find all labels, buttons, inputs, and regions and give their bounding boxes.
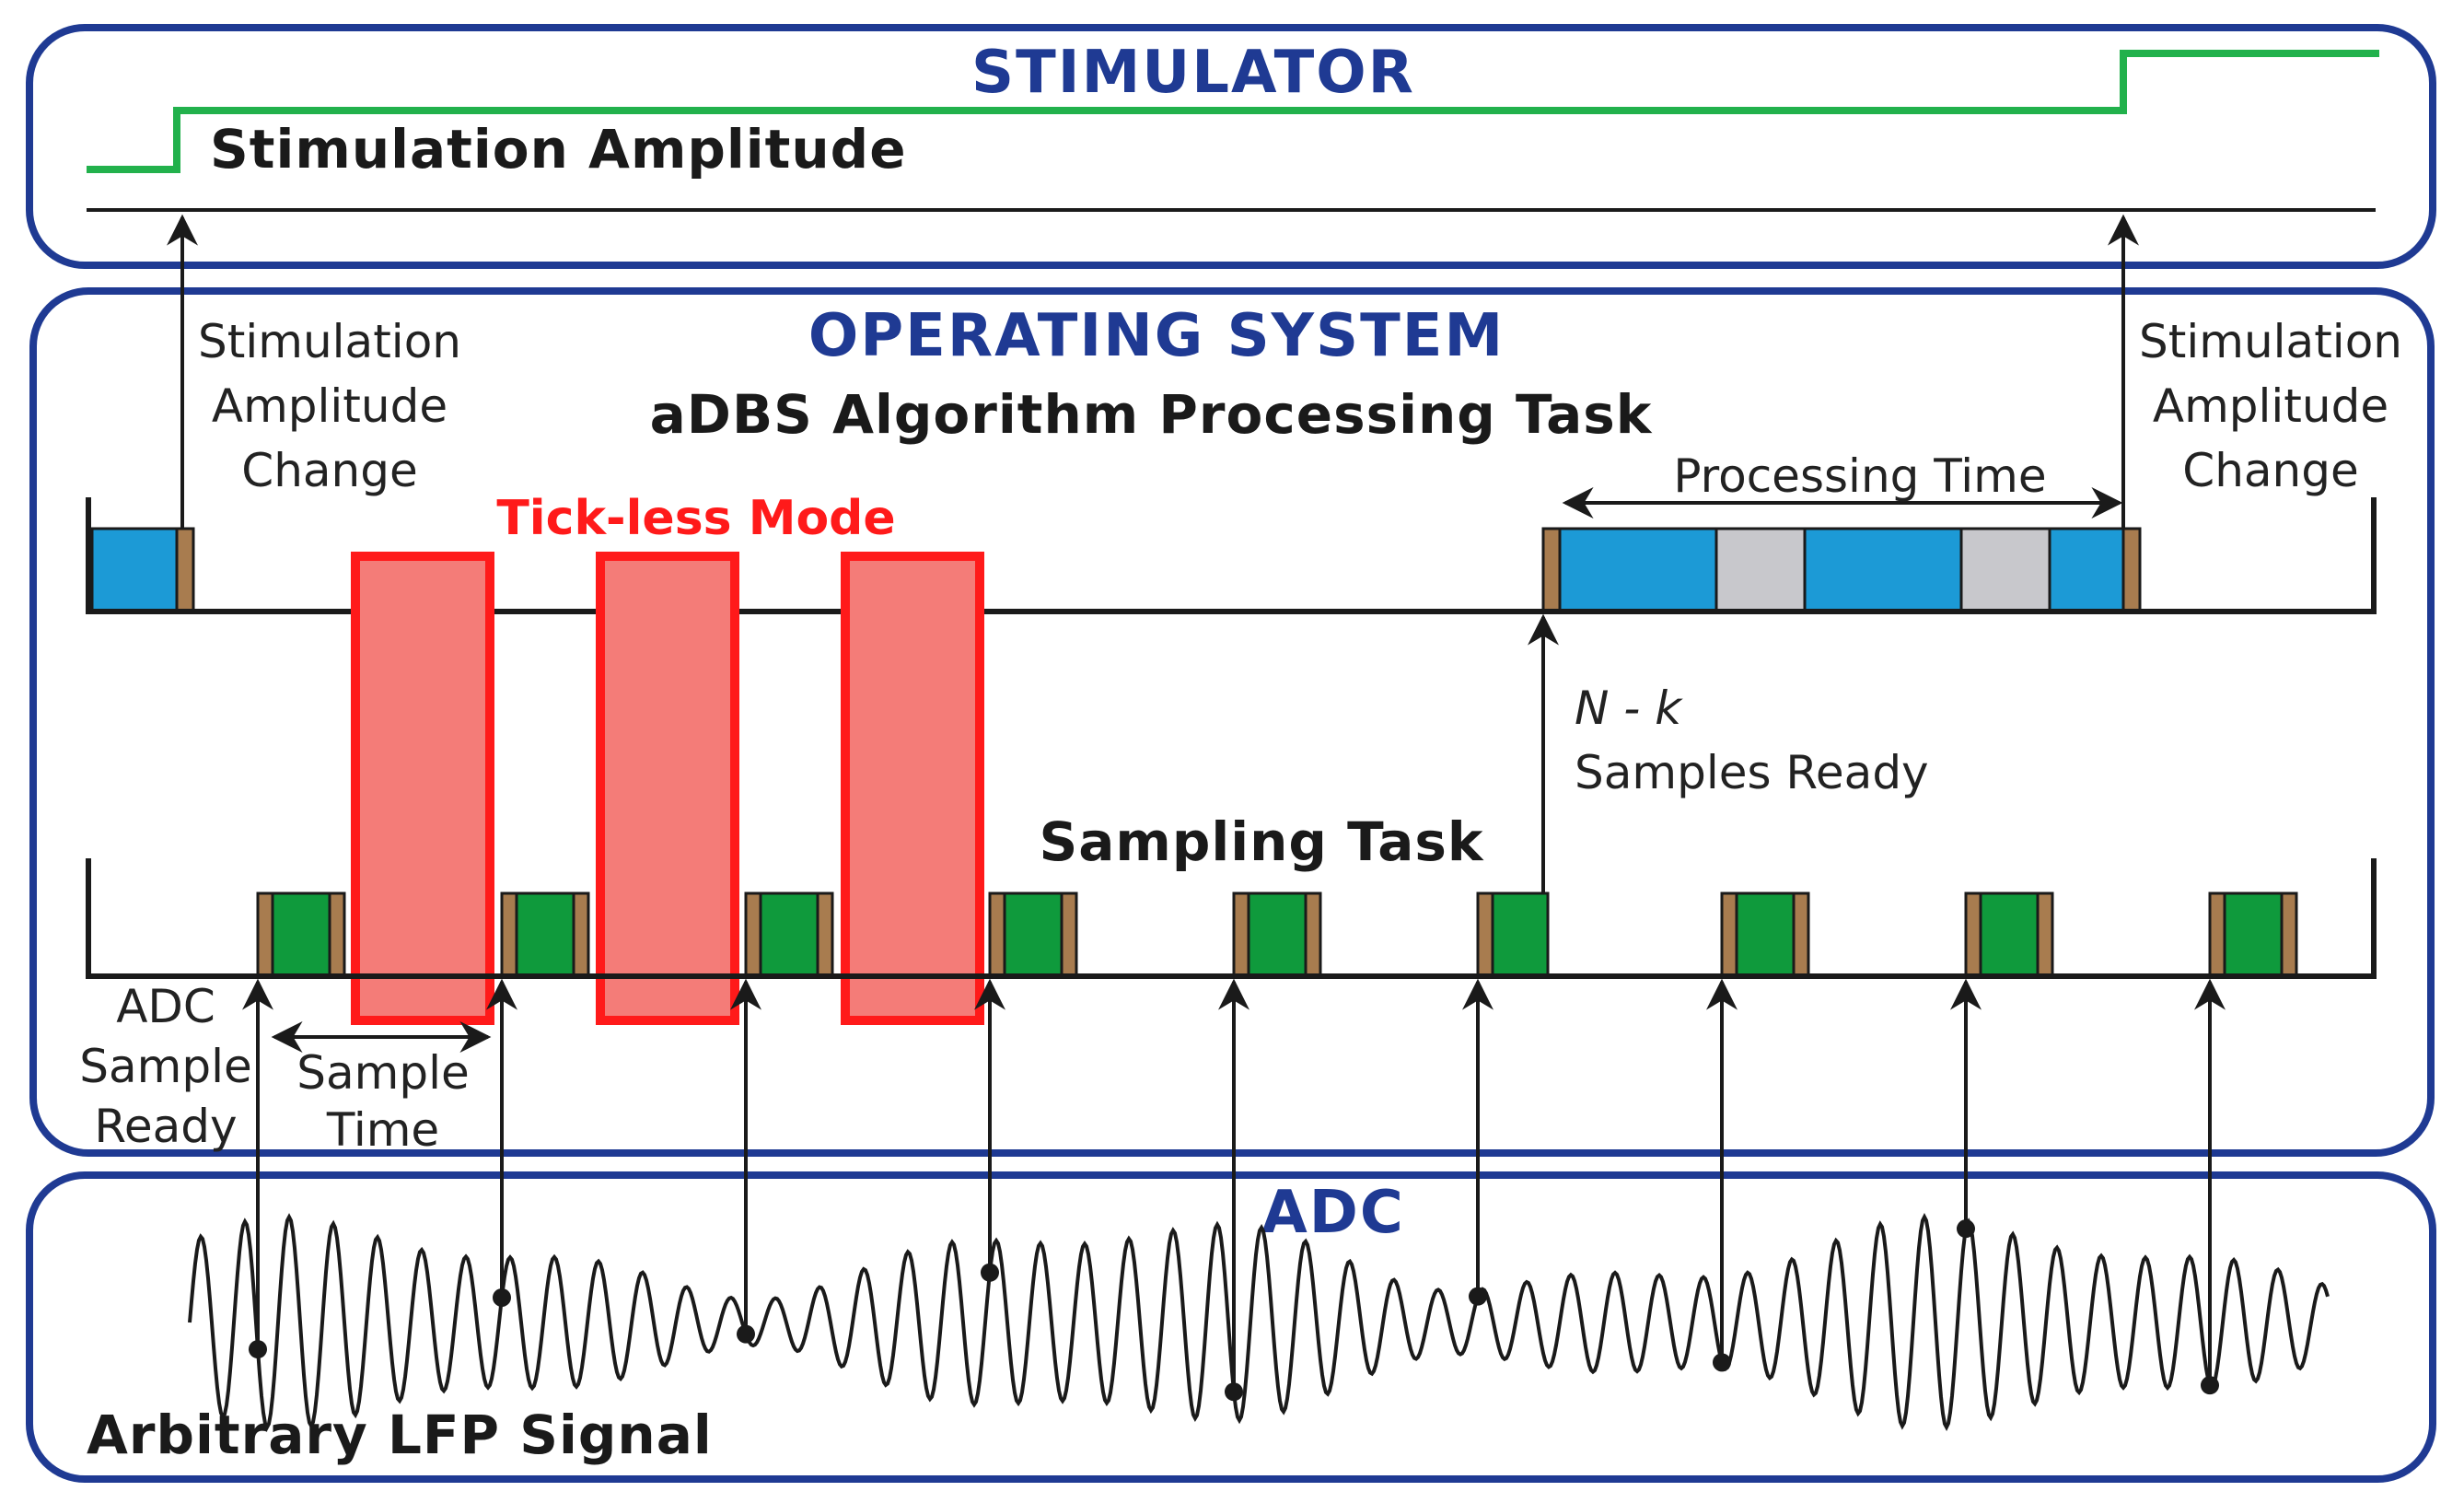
sample-context-end-3 [816,891,834,978]
tickless-block-1 [351,552,494,1025]
sample-block-4 [1003,891,1063,978]
sample-context-start-9 [2208,891,2226,978]
sample-context-start-7 [1720,891,1738,978]
sampling-task-blocks [256,891,2298,978]
algo-block-context-start [1541,527,1562,613]
sample-context-end-8 [2036,891,2054,978]
adc-sample-point-8 [1957,1219,1975,1239]
algo-block-left-blue [90,527,179,613]
stimulator-title: STIMULATOR [971,39,1415,107]
stimulation-amplitude-trace [87,50,2379,173]
adc-sample-arrows [242,978,2226,1402]
adc-sample-point-7 [1713,1353,1731,1372]
samples-ready-label: Samples Ready [1575,746,1929,799]
stim-change-left-label: Stimulation Amplitude Change [198,315,461,497]
svg-text:Amplitude: Amplitude [212,379,447,433]
svg-text:Time: Time [326,1103,439,1157]
adc-sample-point-3 [737,1324,755,1344]
sample-context-start-3 [744,891,762,978]
svg-text:Stimulation: Stimulation [198,315,461,368]
svg-text:Sample: Sample [296,1046,469,1100]
adc-sample-point-5 [1225,1382,1243,1402]
adc-sample-point-6 [1469,1287,1487,1306]
processing-time-label: Processing Time [1673,449,2046,503]
adc-title: ADC [1261,1179,1405,1247]
tickless-mode-blocks [351,552,984,1025]
sample-context-start-6 [1476,891,1494,978]
svg-text:Ready: Ready [94,1100,237,1153]
svg-text:Change: Change [2182,444,2358,497]
sample-context-end-7 [1792,891,1810,978]
sample-context-end-9 [2280,891,2298,978]
algo-block-blue-3 [2048,527,2125,613]
adc-sample-point-1 [249,1340,267,1359]
svg-text:Amplitude: Amplitude [2153,379,2388,433]
svg-text:Stimulation: Stimulation [2139,315,2402,368]
operating-system-title: OPERATING SYSTEM [808,302,1505,370]
adc-sample-ready-label: ADC Sample Ready [79,980,251,1153]
algorithm-task-label: aDBS Algorithm Processing Task [650,383,1653,446]
nk-label: N - k [1575,682,1683,735]
sample-block-8 [1979,891,2040,978]
sample-block-2 [515,891,575,978]
tickless-block-3 [841,552,984,1025]
svg-text:Sample: Sample [79,1040,251,1093]
sample-block-1 [271,891,331,978]
sample-context-start-1 [256,891,274,978]
sample-block-5 [1247,891,1308,978]
algo-block-gray-2 [1959,527,2051,613]
sample-block-3 [759,891,819,978]
algorithm-task-timeline [86,497,2377,614]
lfp-signal-label: Arbitrary LFP Signal [87,1404,713,1466]
svg-text:Change: Change [241,444,417,497]
stim-change-right-label: Stimulation Amplitude Change [2139,315,2402,497]
sample-context-end-2 [572,891,590,978]
sample-context-end-5 [1304,891,1322,978]
sample-context-start-4 [988,891,1006,978]
algo-block-blue-2 [1803,527,1963,613]
sample-block-6 [1491,891,1550,978]
algo-block-context-end [2121,527,2142,613]
tickless-mode-label: Tick-less Mode [496,491,895,546]
sample-context-end-1 [328,891,346,978]
algorithm-task-blocks [90,527,2142,613]
adc-sample-point-9 [2201,1376,2219,1395]
algo-block-gray-1 [1714,527,1807,613]
sample-context-start-2 [500,891,518,978]
sample-time-label: Sample Time [296,1046,469,1157]
sample-context-end-4 [1060,891,1078,978]
sample-context-start-5 [1232,891,1250,978]
adc-sample-point-4 [981,1263,999,1282]
sample-context-start-8 [1964,891,1982,978]
stimulation-amplitude-label: Stimulation Amplitude [210,118,907,181]
algo-block-blue-1 [1558,527,1718,613]
tickless-block-2 [596,552,739,1025]
svg-text:ADC: ADC [116,980,215,1033]
sample-block-7 [1735,891,1796,978]
sampling-task-label: Sampling Task [1040,810,1484,873]
stimulator-panel [26,24,2436,269]
sample-block-9 [2223,891,2284,978]
adc-sample-point-2 [493,1287,511,1307]
algo-block-left-context [175,527,195,613]
